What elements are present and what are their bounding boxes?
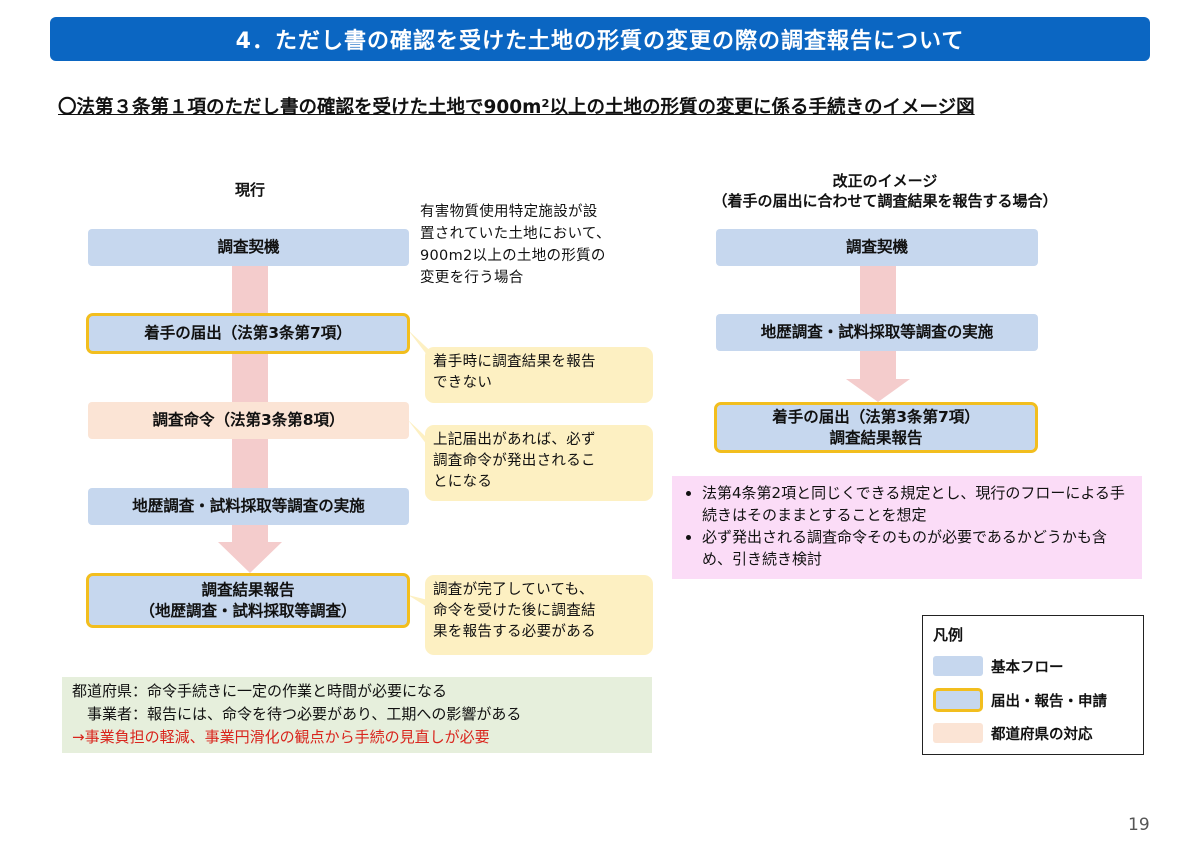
step-label: 着手の届出（法第3条第7項） bbox=[144, 324, 352, 342]
callout-line: 上記届出があれば、必ず bbox=[433, 432, 596, 448]
step-label-line: 調査結果報告 bbox=[829, 428, 923, 447]
callout-report-after-order: 調査が完了していても、 命令を受けた後に調査結 果を報告する必要がある bbox=[425, 575, 653, 655]
condition-note-line: 置されていた土地において、 bbox=[420, 226, 611, 242]
callout-line: 命令を受けた後に調査結 bbox=[433, 603, 596, 619]
left-arrow-head bbox=[218, 542, 282, 573]
callout-line: 着手時に調査結果を報告 bbox=[433, 354, 596, 370]
callout-line: できない bbox=[433, 375, 493, 391]
revision-notes-list: 法第4条第2項と同じくできる規定とし、現行のフローによる手続きはそのままとするこ… bbox=[682, 482, 1130, 570]
step-survey-report: 調査結果報告 （地歴調査・試料採取等調査） bbox=[86, 573, 410, 628]
revision-label: 改正のイメージ （着手の届出に合わせて調査結果を報告する場合） bbox=[660, 171, 1110, 211]
callout-line: 調査が完了していても、 bbox=[433, 582, 594, 598]
revision-notes: 法第4条第2項と同じくできる規定とし、現行のフローによる手続きはそのままとするこ… bbox=[672, 476, 1142, 579]
summary-line-prefecture: 都道府県：命令手続きに一定の作業と時間が必要になる bbox=[72, 682, 448, 700]
condition-note: 有害物質使用特定施設が設 置されていた土地において、 900m2以上の土地の形質… bbox=[420, 201, 660, 289]
right-arrow-head bbox=[846, 379, 910, 402]
step-label-line: 着手の届出（法第3条第7項） bbox=[772, 407, 980, 426]
legend-label-pref: 都道府県の対応 bbox=[991, 727, 1093, 743]
callout-line: とになる bbox=[433, 474, 493, 490]
legend-label-basic: 基本フロー bbox=[991, 660, 1064, 676]
step-label: 調査契機 bbox=[845, 238, 908, 256]
step-label: 調査命令（法第3条第8項） bbox=[152, 411, 345, 429]
legend-swatch-apply bbox=[933, 688, 983, 712]
legend-title: 凡例 bbox=[933, 626, 964, 644]
revision-note-item: 必ず発出される調査命令そのものが必要であるかどうかも含め、引き続き検討 bbox=[702, 526, 1130, 570]
callout-line: 調査命令が発出されるこ bbox=[433, 453, 596, 469]
summary-line-business: 事業者：報告には、命令を待つ必要があり、工期への影響がある bbox=[72, 705, 522, 723]
revised-step-survey-trigger: 調査契機 bbox=[716, 229, 1038, 266]
step-survey-order: 調査命令（法第3条第8項） bbox=[88, 402, 409, 439]
step-label: 調査契機 bbox=[217, 238, 280, 256]
revised-step-notice-and-report: 着手の届出（法第3条第7項） 調査結果報告 bbox=[714, 402, 1038, 453]
legend: 凡例 基本フロー 届出・報告・申請 都道府県の対応 bbox=[922, 615, 1144, 755]
step-commencement-notice: 着手の届出（法第3条第7項） bbox=[86, 313, 410, 354]
legend-swatch-pref bbox=[933, 723, 983, 743]
current-label: 現行 bbox=[234, 181, 265, 199]
condition-note-line: 有害物質使用特定施設が設 bbox=[420, 204, 598, 220]
revision-note-item: 法第4条第2項と同じくできる規定とし、現行のフローによる手続きはそのままとするこ… bbox=[702, 482, 1130, 526]
section-title: 4．ただし書の確認を受けた土地の形質の変更の際の調査報告について bbox=[235, 29, 965, 54]
step-history-survey: 地歴調査・試料採取等調査の実施 bbox=[88, 488, 409, 525]
revised-step-history-survey: 地歴調査・試料採取等調査の実施 bbox=[716, 314, 1038, 351]
step-label: 地歴調査・試料採取等調査の実施 bbox=[760, 323, 994, 341]
step-label: 地歴調査・試料採取等調査の実施 bbox=[132, 497, 365, 515]
revision-label-line: 改正のイメージ bbox=[832, 172, 938, 190]
callout-cannot-report: 着手時に調査結果を報告 できない bbox=[425, 347, 653, 403]
section-title-bar: 4．ただし書の確認を受けた土地の形質の変更の際の調査報告について bbox=[50, 17, 1150, 61]
step-label-line: （地歴調査・試料採取等調査） bbox=[139, 601, 357, 620]
legend-label-apply: 届出・報告・申請 bbox=[991, 694, 1107, 710]
current-issues-summary: 都道府県：命令手続きに一定の作業と時間が必要になる 事業者：報告には、命令を待つ… bbox=[62, 677, 652, 753]
diagram-subtitle: 〇法第３条第１項のただし書の確認を受けた土地で900m²以上の土地の形質の変更に… bbox=[58, 97, 975, 118]
condition-note-line: 900m2以上の土地の形質の bbox=[420, 248, 606, 264]
condition-note-line: 変更を行う場合 bbox=[420, 270, 524, 286]
step-label-line: 調査結果報告 bbox=[201, 580, 295, 599]
callout-line: 果を報告する必要がある bbox=[433, 624, 596, 640]
summary-conclusion: →事業負担の軽減、事業円滑化の観点から手続の見直しが必要 bbox=[72, 728, 490, 746]
page-number: 19 bbox=[1128, 815, 1150, 835]
revision-label-line: （着手の届出に合わせて調査結果を報告する場合） bbox=[712, 192, 1058, 210]
callout-order-issued: 上記届出があれば、必ず 調査命令が発出されるこ とになる bbox=[425, 425, 653, 501]
step-survey-trigger: 調査契機 bbox=[88, 229, 409, 266]
legend-swatch-basic bbox=[933, 656, 983, 676]
